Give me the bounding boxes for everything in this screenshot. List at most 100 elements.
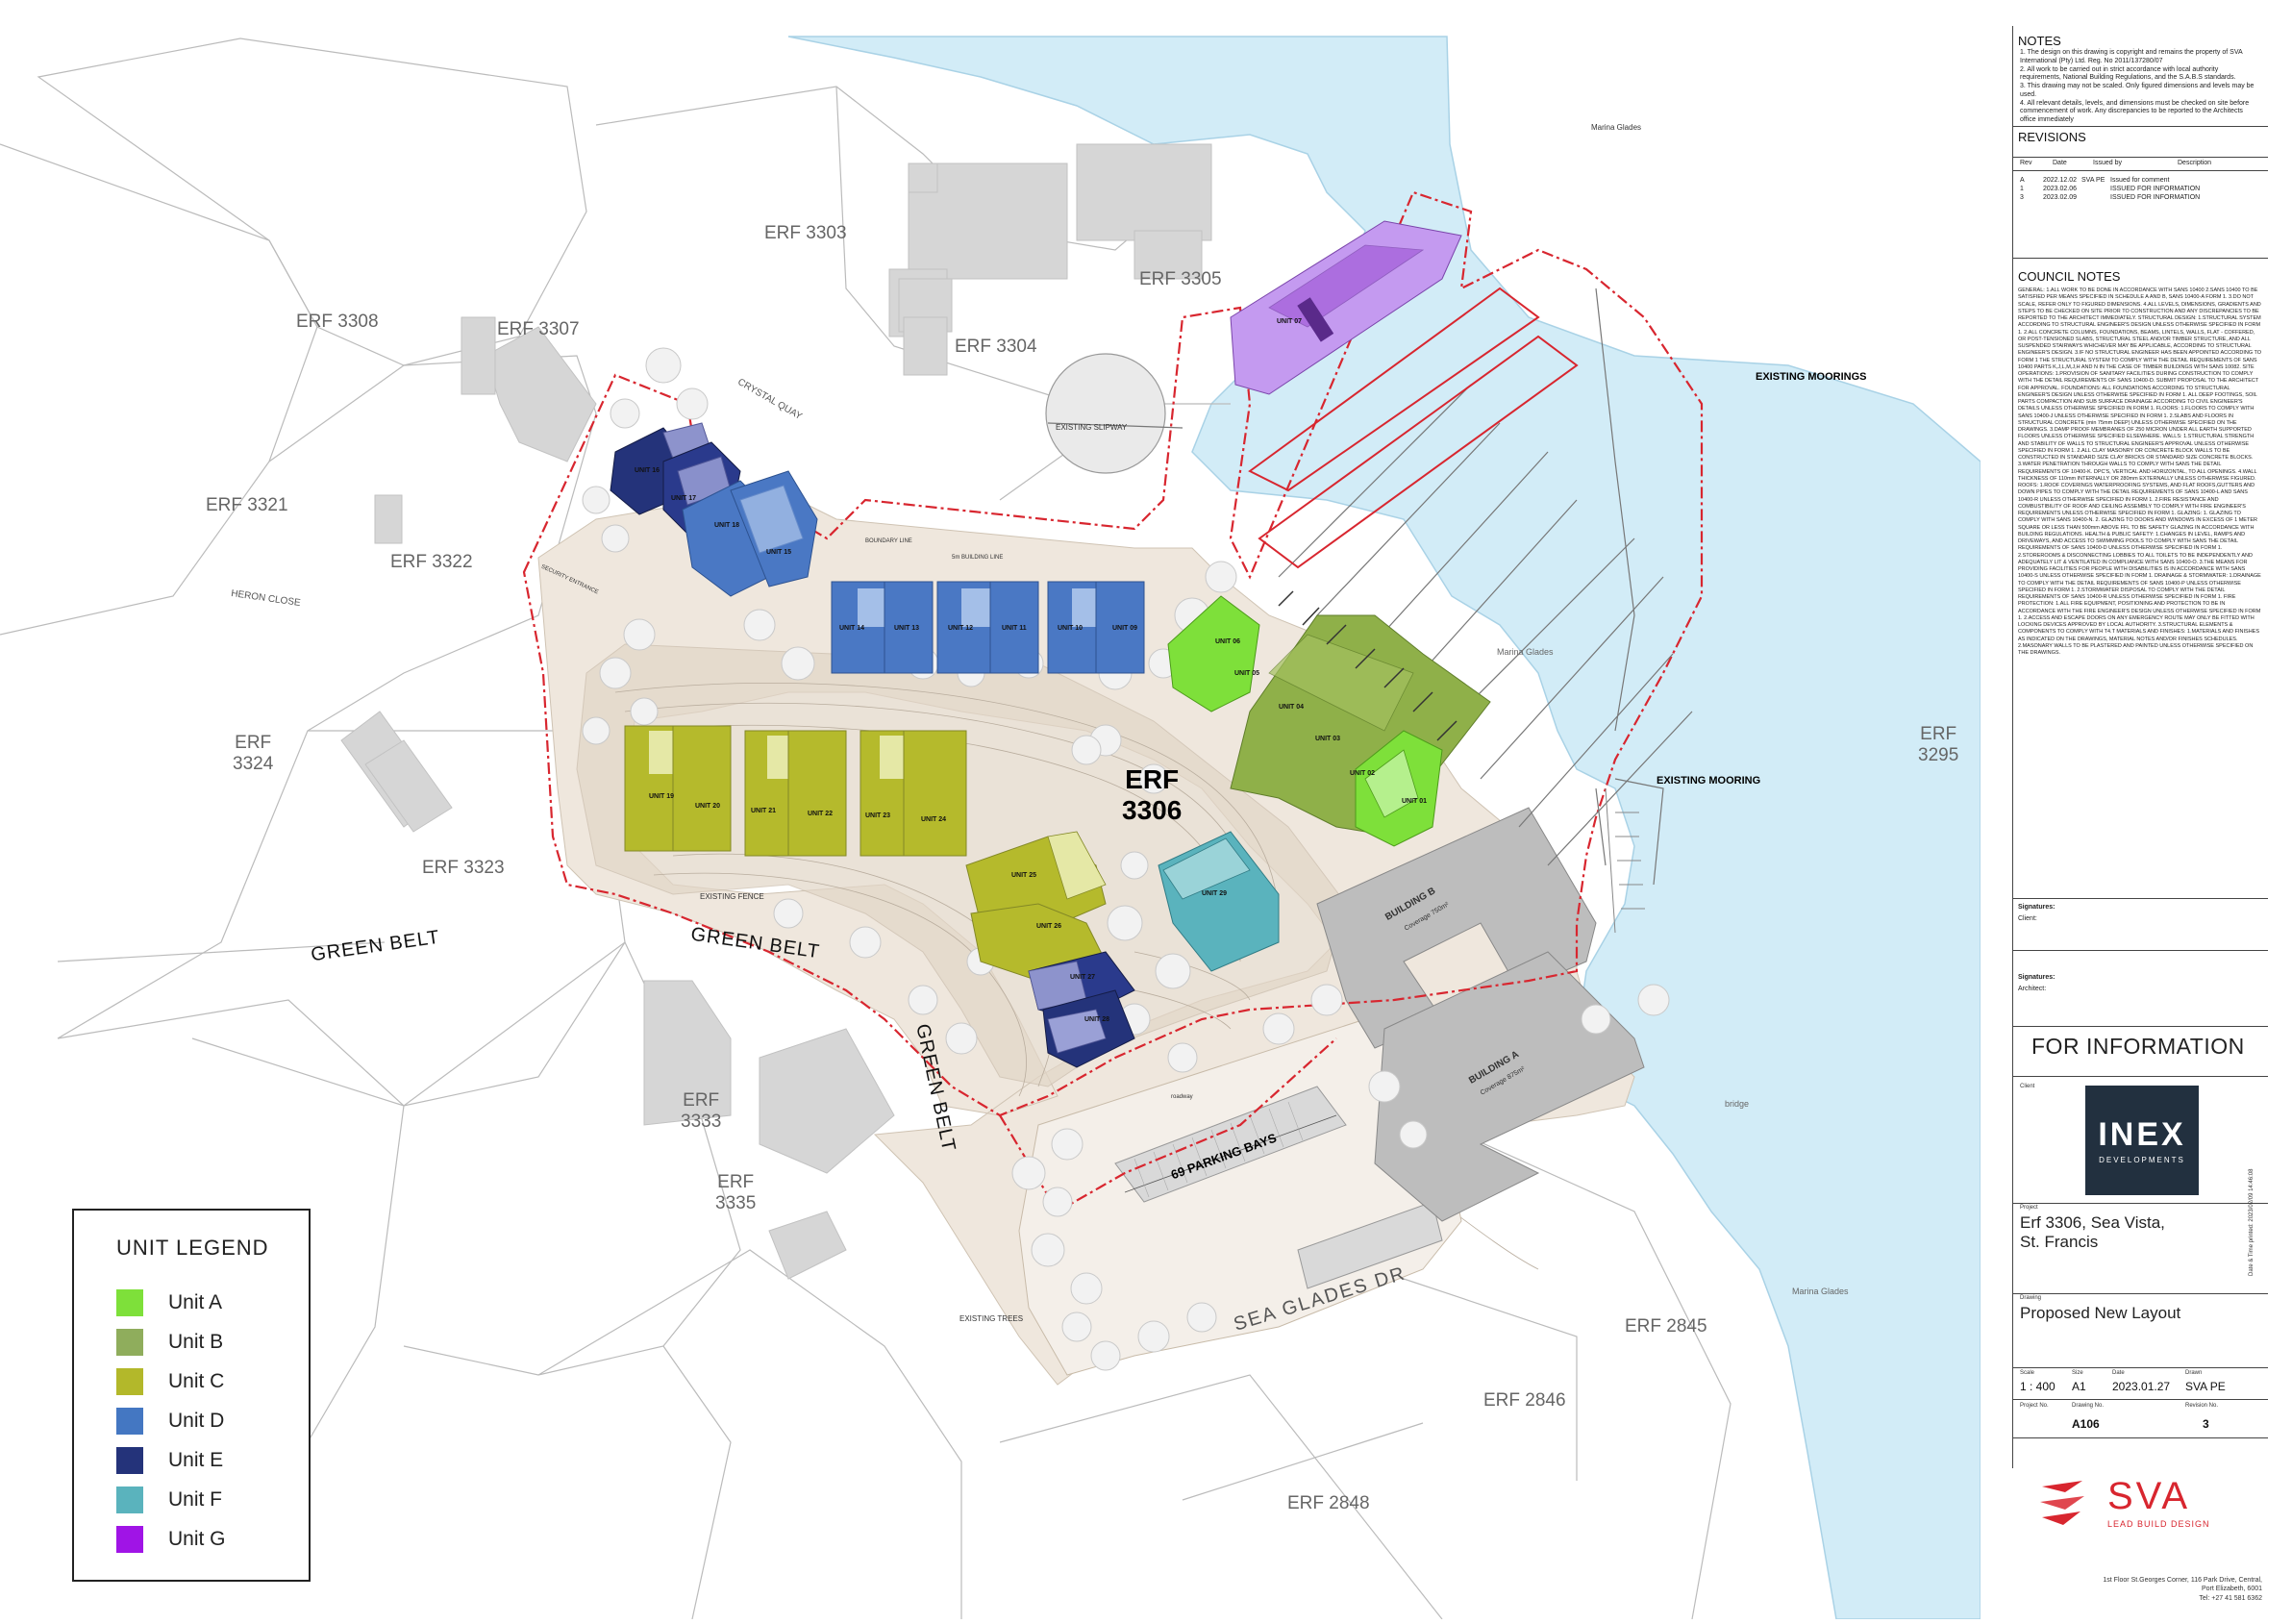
unit-25-label: UNIT 25	[1011, 872, 1037, 879]
existing-moorings-label: EXISTING MOORINGS	[1756, 371, 1867, 383]
revision-no-value: 3	[2203, 1417, 2209, 1431]
architect-signature-label: Architect:	[2018, 986, 2047, 992]
unit-legend: UNIT LEGEND Unit A Unit B Unit C Unit D …	[72, 1209, 311, 1582]
architect-address: 1st Floor St.Georges Corner, 116 Park Dr…	[2041, 1576, 2262, 1603]
council-notes-text: GENERAL: 1.ALL WORK TO BE DONE IN ACCORD…	[2018, 287, 2262, 656]
unit-02-label: UNIT 02	[1350, 770, 1376, 777]
drawing-small-label: Drawing	[2020, 1295, 2042, 1301]
existing-trees-label: EXISTING TREES	[959, 1314, 1024, 1323]
unit-23-label: UNIT 23	[865, 812, 891, 819]
sva-logo-text: SVA	[2107, 1475, 2191, 1517]
legend-item-unit-e: Unit E	[116, 1447, 223, 1474]
drawing-no-label: Drawing No.	[2072, 1403, 2105, 1409]
unit-09-label: UNIT 09	[1112, 625, 1138, 632]
erf-3308-label: ERF 3308	[296, 312, 379, 332]
legend-item-unit-g: Unit G	[116, 1526, 226, 1553]
unit-19-label: UNIT 19	[649, 793, 675, 800]
existing-mooring-label: EXISTING MOORING	[1657, 775, 1761, 787]
note-4: 4. All relevant details, levels, and dim…	[2020, 99, 2250, 124]
divider	[2012, 1203, 2268, 1204]
revision-no-label: Revision No.	[2185, 1403, 2219, 1409]
marina-glades-label-2: Marina Glades	[1497, 647, 1554, 657]
erf-2845-label: ERF 2845	[1625, 1316, 1707, 1337]
erf-3307-label: ERF 3307	[497, 319, 580, 339]
site-plan: ERF 3303 ERF 3305 ERF 3308 ERF 3307 ERF …	[0, 36, 1981, 1620]
note-3: 3. This drawing may not be scaled. Only …	[2020, 83, 2255, 98]
unit-12-label: UNIT 12	[948, 625, 974, 632]
divider	[2012, 1026, 2268, 1027]
unit-29-label: UNIT 29	[1202, 890, 1228, 897]
unit-21-label: UNIT 21	[751, 808, 777, 814]
divider	[2012, 126, 2268, 127]
erf-3335-line1: ERF	[717, 1172, 755, 1192]
divider	[2012, 1367, 2268, 1368]
legend-label-f: Unit F	[168, 1488, 223, 1511]
revisions-heading: REVISIONS	[2018, 130, 2086, 144]
council-notes-heading: COUNCIL NOTES	[2018, 269, 2121, 284]
date-small-label: Date	[2112, 1370, 2125, 1376]
drawn-value: SVA PE	[2185, 1380, 2226, 1393]
legend-swatch-f	[116, 1487, 143, 1513]
unit-28-label: UNIT 28	[1084, 1016, 1110, 1023]
unit-11-label: UNIT 11	[1002, 625, 1027, 632]
client-signature-label: Client:	[2018, 915, 2037, 922]
date-value: 2023.01.27	[2112, 1380, 2171, 1393]
notes-heading: NOTES	[2018, 34, 2061, 48]
sva-logo-tagline: LEAD BUILD DESIGN	[2107, 1519, 2210, 1529]
unit-13-label: UNIT 13	[894, 625, 920, 632]
unit-06-label: UNIT 06	[1215, 638, 1241, 645]
units-c	[624, 725, 1107, 982]
unit-22-label: UNIT 22	[808, 811, 834, 817]
mooring-c-piers	[1605, 787, 1645, 934]
legend-item-unit-c: Unit C	[116, 1368, 224, 1395]
legend-title: UNIT LEGEND	[116, 1236, 269, 1260]
unit-14-label: UNIT 14	[839, 625, 865, 632]
rev-3-desc: ISSUED FOR INFORMATION	[2110, 194, 2201, 202]
unit-15-label: UNIT 15	[766, 549, 792, 556]
legend-swatch-e	[116, 1447, 143, 1474]
drawing-title: Proposed New Layout	[2020, 1304, 2181, 1322]
legend-label-b: Unit B	[168, 1331, 224, 1353]
sva-logo: SVA LEAD BUILD DESIGN	[2036, 1471, 2257, 1538]
boundary-line-label: BOUNDARY LINE	[865, 538, 912, 544]
unit-27-label: UNIT 27	[1070, 974, 1096, 981]
unit-16-label: UNIT 16	[635, 467, 660, 474]
neighbour-buildings	[340, 143, 1212, 1280]
building-b-shape	[1316, 807, 1597, 1049]
legend-label-e: Unit E	[168, 1449, 224, 1471]
units-e-bottom	[1028, 951, 1135, 1068]
erf-2848-label: ERF 2848	[1287, 1493, 1370, 1513]
size-small-label: Size	[2072, 1370, 2083, 1376]
legend-item-unit-a: Unit A	[116, 1289, 222, 1316]
rev-header-issued: Issued by	[2093, 160, 2122, 166]
legend-item-unit-f: Unit F	[116, 1487, 222, 1513]
divider	[2012, 950, 2268, 951]
sva-logo-icon	[2040, 1481, 2084, 1525]
title-block: NOTES 1. The design on this drawing is c…	[2012, 26, 2268, 1603]
rev-1-date: 2022.12.02	[2043, 177, 2078, 184]
project-line-1: Erf 3306, Sea Vista,	[2020, 1213, 2165, 1232]
erf-3306-line2: 3306	[1122, 795, 1183, 826]
printed-stamp: Date & Time printed: 2023/02/09 14:46:08	[2249, 1169, 2255, 1276]
unit-06-shape	[1167, 595, 1260, 712]
unit-07-shape	[1230, 220, 1462, 395]
units-e-top	[610, 422, 741, 539]
erf-3324-line1: ERF	[235, 733, 272, 753]
rev-3-date: 2023.02.09	[2043, 194, 2078, 202]
notes-list: 1. The design on this drawing is copyrig…	[2020, 49, 2260, 125]
legend-swatch-g	[116, 1526, 143, 1553]
marina-glades-label-1: Marina Glades	[1591, 123, 1642, 132]
rev-header-date: Date	[2053, 160, 2067, 166]
slipway-circle	[1045, 353, 1166, 474]
erf-3303-label: ERF 3303	[764, 223, 847, 243]
unit-07-label: UNIT 07	[1277, 318, 1303, 325]
legend-label-g: Unit G	[168, 1528, 226, 1550]
erf-3323-label: ERF 3323	[422, 858, 505, 878]
rev-1-no: A	[2020, 177, 2025, 184]
rev-1-desc: Issued for comment	[2110, 177, 2170, 184]
divider	[2012, 157, 2268, 158]
